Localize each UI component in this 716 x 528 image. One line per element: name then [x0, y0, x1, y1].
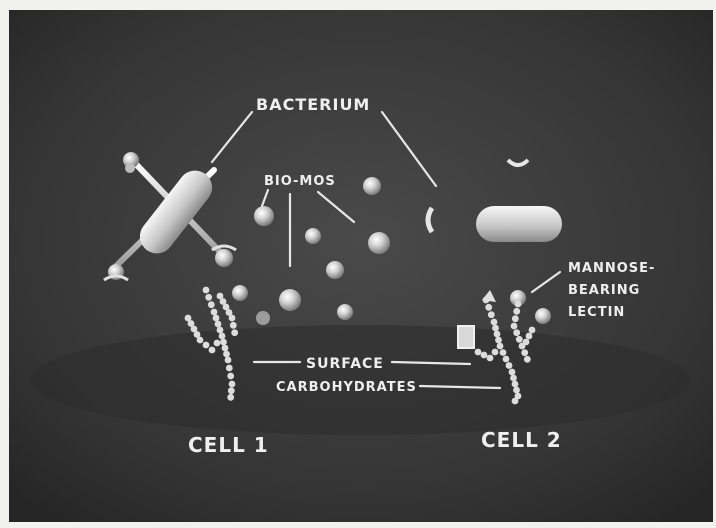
bio-mos-sphere — [363, 177, 381, 195]
bio-mos-sphere — [326, 261, 344, 279]
carbohydrate-bead — [515, 301, 522, 308]
carbohydrate-bead — [511, 323, 518, 330]
label-surface: SURFACE — [306, 356, 384, 372]
label-mannose-line2: BEARING — [568, 283, 640, 298]
carbohydrate-bead — [488, 311, 495, 318]
carbohydrate-bead — [228, 387, 235, 394]
bio-mos-sphere — [368, 232, 390, 254]
pilus-tip-icon — [215, 249, 233, 267]
carbohydrate-bead — [494, 331, 501, 338]
carbohydrate-bead — [510, 375, 517, 382]
carbohydrate-bead — [230, 322, 237, 329]
bio-mos-sphere — [305, 228, 321, 244]
carbohydrate-bead — [485, 304, 492, 311]
label-cell-2: CELL 2 — [481, 428, 562, 452]
carbohydrate-bead — [203, 287, 210, 294]
bio-mos-sphere — [232, 285, 248, 301]
carbohydrate-bead — [512, 398, 519, 405]
carbohydrate-bead — [231, 329, 238, 336]
label-mannose-line1: MANNOSE- — [568, 261, 655, 276]
carbohydrate-bead — [229, 381, 236, 388]
carbohydrate-bead — [497, 343, 504, 350]
carbohydrate-block-icon — [458, 326, 474, 348]
carbohydrate-bead — [509, 369, 516, 376]
label-carbohydrates: CARBOHYDRATES — [276, 380, 417, 395]
carbohydrate-bead — [516, 336, 523, 343]
carbohydrate-bead — [214, 340, 221, 347]
carbohydrate-bead — [225, 357, 232, 364]
carbohydrate-bead — [500, 349, 507, 356]
label-mannose-line3: LECTIN — [568, 305, 625, 320]
carbohydrate-bead — [222, 345, 229, 352]
carbohydrate-bead — [197, 337, 204, 344]
carbohydrate-bead — [521, 349, 528, 356]
bio-mos-sphere — [256, 311, 270, 325]
carbohydrate-bead — [526, 333, 533, 340]
carbohydrate-bead — [524, 356, 531, 363]
carbohydrate-bead — [529, 327, 536, 334]
carbohydrate-bead — [213, 315, 220, 322]
carbohydrate-bead — [503, 356, 510, 363]
carbohydrate-bead — [513, 329, 520, 336]
carbohydrate-bead — [491, 319, 498, 326]
carbohydrate-bead — [512, 381, 519, 388]
carbohydrate-bead — [523, 339, 530, 346]
carbohydrate-bead — [229, 315, 236, 322]
bacterium-right-body — [476, 206, 562, 242]
carbohydrate-bead — [227, 373, 234, 380]
carbohydrate-bead — [220, 339, 227, 346]
carbohydrate-bead — [226, 365, 233, 372]
bio-mos-sphere — [254, 206, 274, 226]
carbohydrate-bead — [475, 349, 482, 356]
carbohydrate-bead — [492, 325, 499, 332]
label-bio-mos: BIO-MOS — [264, 174, 336, 189]
label-bacterium: BACTERIUM — [256, 95, 370, 114]
carbohydrate-bead — [481, 352, 488, 359]
carbohydrate-bead — [227, 394, 234, 401]
carbohydrate-bead — [492, 349, 499, 356]
pilus-tip-icon — [125, 163, 135, 173]
carbohydrate-bead — [203, 342, 210, 349]
carbohydrate-bead — [495, 337, 502, 344]
carbohydrate-bead — [217, 327, 224, 334]
bio-mos-sphere — [337, 304, 353, 320]
carbohydrate-bead — [512, 315, 519, 322]
carbohydrate-bead — [215, 321, 222, 328]
carbohydrate-bead — [223, 351, 230, 358]
carbohydrate-bead — [219, 333, 226, 340]
carbohydrate-bead — [513, 308, 520, 315]
carbohydrate-bead — [487, 355, 494, 362]
carbohydrate-bead — [205, 294, 212, 301]
bio-mos-sphere — [279, 289, 301, 311]
bio-mos-sphere — [535, 308, 551, 324]
carbohydrate-bead — [506, 362, 513, 369]
carbohydrate-bead — [211, 309, 218, 316]
carbohydrate-bead — [513, 387, 520, 394]
carbohydrate-bead — [208, 301, 215, 308]
carbohydrate-bead — [209, 347, 216, 354]
label-cell-1: CELL 1 — [188, 433, 269, 457]
